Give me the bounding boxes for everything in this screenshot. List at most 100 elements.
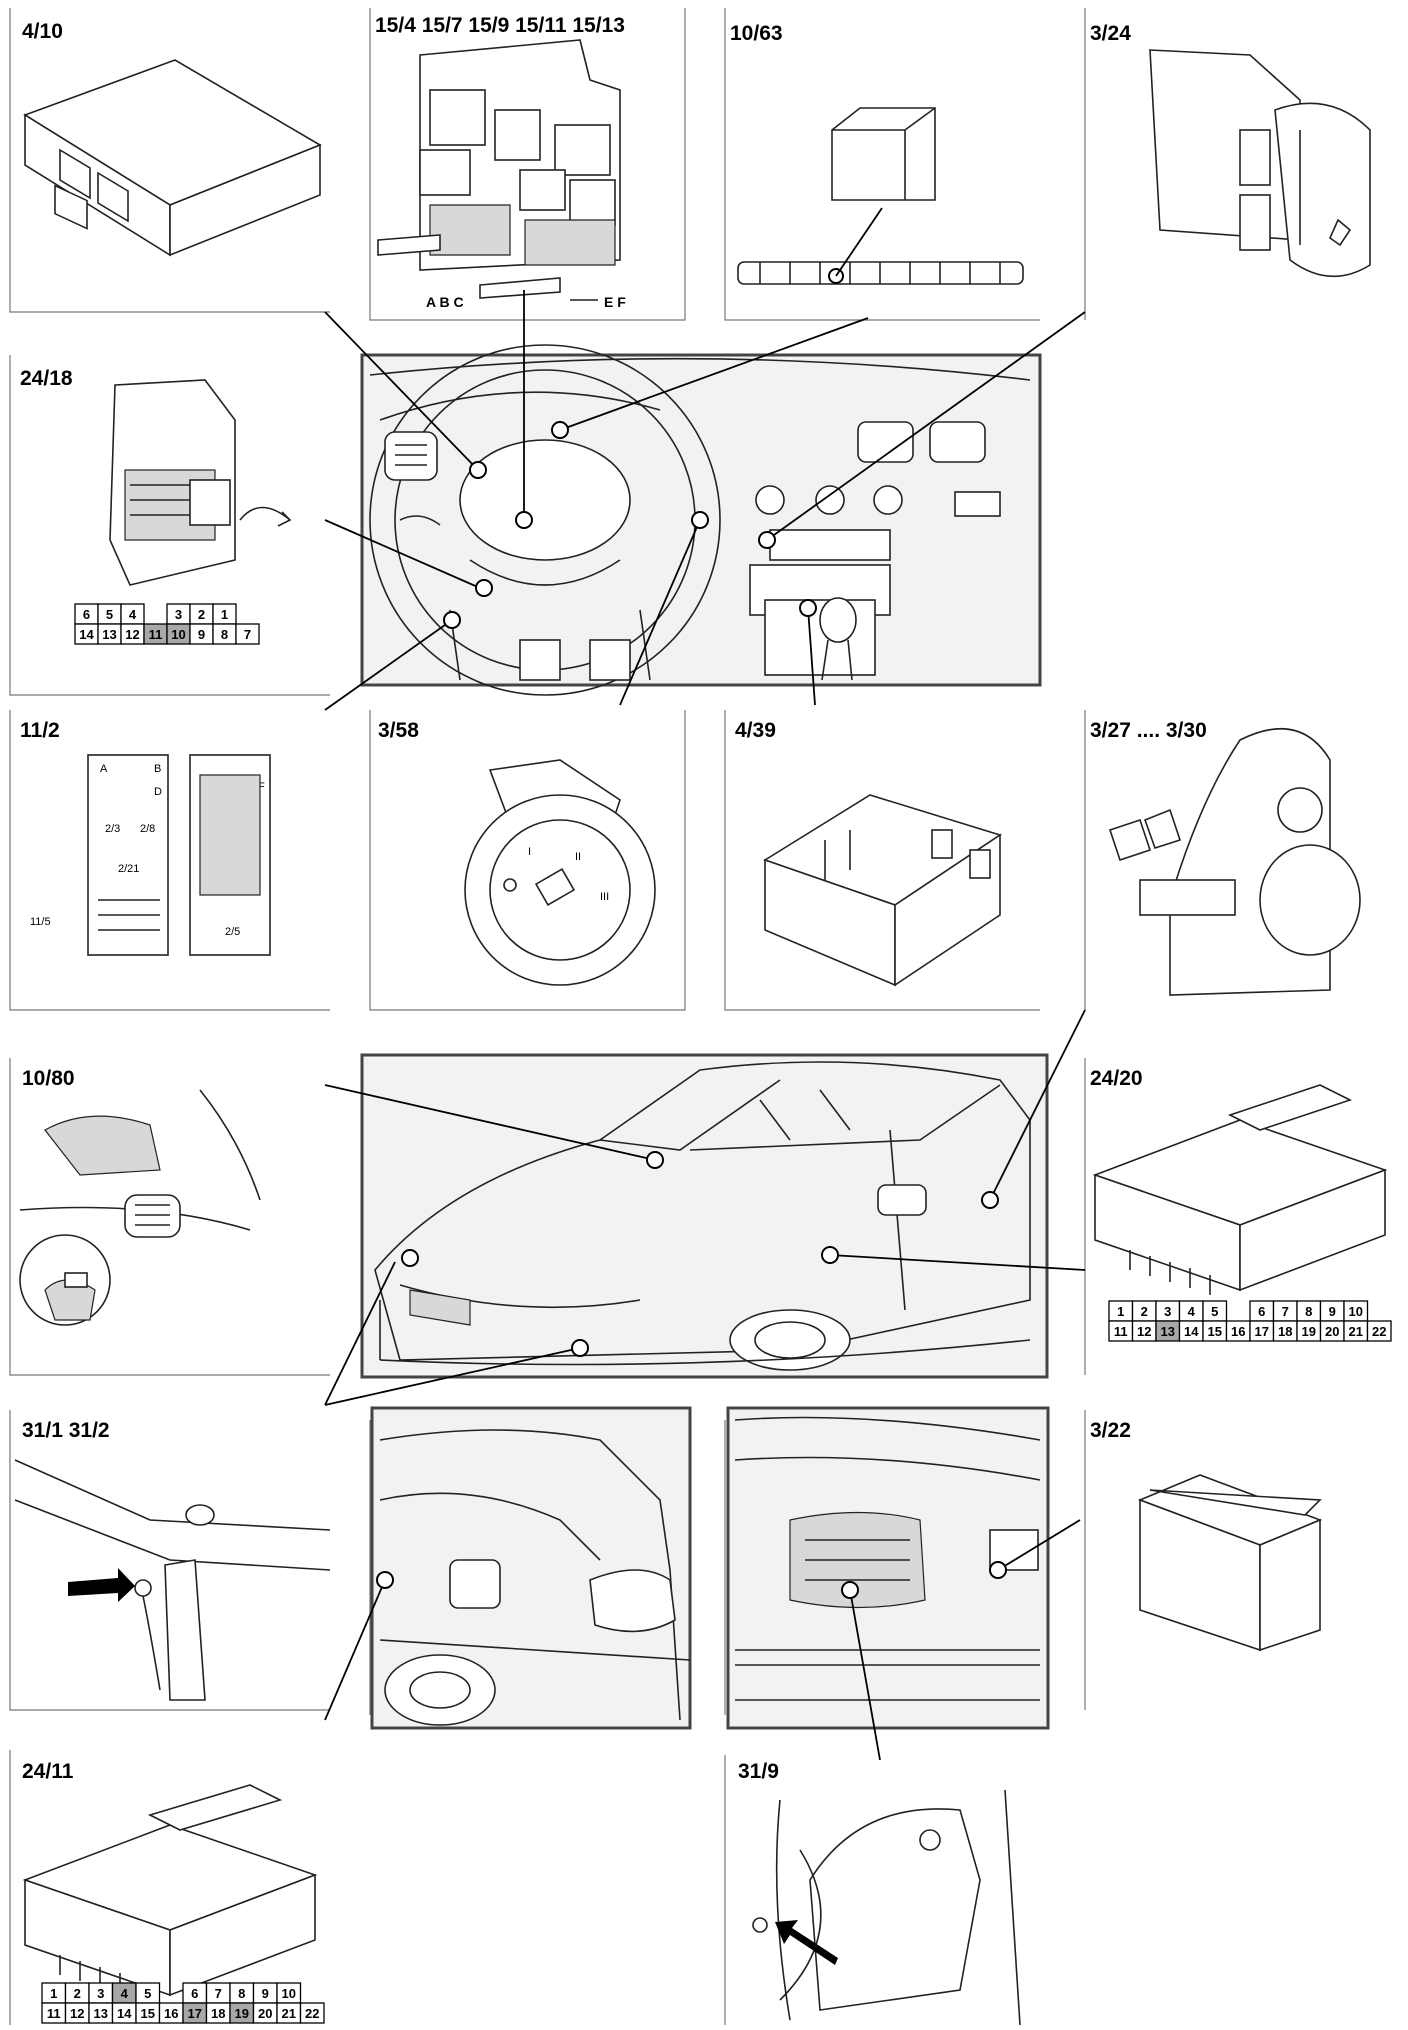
pin-number: 2 <box>74 1986 81 2001</box>
pin-number: 10 <box>1349 1304 1363 1319</box>
label-24-20: 24/20 <box>1090 1067 1143 1090</box>
pin-number: 13 <box>94 2006 108 2021</box>
car-rear-side-photo <box>370 1406 692 1730</box>
ground-31-9-drawing <box>752 1789 1021 2026</box>
pin-number: 15 <box>1208 1324 1222 1339</box>
doorswitch-3-27-drawing <box>1108 727 1361 996</box>
label-3-24: 3/24 <box>1090 22 1131 45</box>
pin-number: 6 <box>1258 1304 1265 1319</box>
lightswitch-3-58-drawing: I II III <box>464 759 656 986</box>
connector-24-11-drawing <box>22 1784 318 1997</box>
pin-number: 19 <box>1302 1324 1316 1339</box>
pin-number: 14 <box>117 2006 132 2021</box>
fuse-sub-b: B <box>154 763 161 775</box>
pin-number: 13 <box>102 627 116 642</box>
connector-letters-abc: A B C <box>426 294 464 310</box>
component-10-80-drawing <box>19 1089 261 1326</box>
label-15-group: 15/4 15/7 15/9 15/11 15/13 <box>375 14 625 37</box>
switch-mark-i: I <box>528 846 531 858</box>
pin-number: 12 <box>70 2006 84 2021</box>
pin-number: 3 <box>175 607 182 622</box>
pin-number: 14 <box>1184 1324 1199 1339</box>
label-3-58: 3/58 <box>378 719 419 742</box>
pin-number: 4 <box>121 1986 129 2001</box>
pin-number: 6 <box>83 607 90 622</box>
fusebox-24-18-drawing <box>109 379 292 586</box>
label-4-10: 4/10 <box>22 20 63 43</box>
fuse-sub-2-3: 2/3 <box>105 823 120 835</box>
pin-number: 21 <box>1349 1324 1363 1339</box>
pin-number: 9 <box>262 1986 269 2001</box>
pin-number: 7 <box>1282 1304 1289 1319</box>
pin-number: 4 <box>1188 1304 1196 1319</box>
module-4-10-drawing <box>23 59 322 257</box>
location-dot <box>551 421 569 439</box>
pin-number: 22 <box>1372 1324 1386 1339</box>
pin-number: 12 <box>125 627 139 642</box>
location-dot <box>646 1151 664 1169</box>
pin-number: 20 <box>258 2006 272 2021</box>
location-dot <box>376 1571 394 1589</box>
pin-number: 11 <box>47 2006 61 2021</box>
fuse-sub-a: A <box>100 763 108 775</box>
pin-number: 12 <box>1137 1324 1151 1339</box>
leader-lines <box>324 290 1086 1761</box>
fusepanel-11-2-drawing: A B D F 2/3 2/8 2/21 2/5 11/5 <box>30 754 271 956</box>
pin-number: 1 <box>221 607 228 622</box>
switch-mark-iii: III <box>600 891 609 903</box>
label-24-18: 24/18 <box>20 367 73 390</box>
pin-number: 16 <box>1231 1324 1245 1339</box>
pin-number: 15 <box>141 2006 155 2021</box>
location-dot <box>401 1249 419 1267</box>
pin-number: 8 <box>1305 1304 1312 1319</box>
pin-number: 5 <box>106 607 113 622</box>
location-dot <box>443 611 461 629</box>
pin-number: 7 <box>244 627 251 642</box>
pin-number: 17 <box>188 2006 202 2021</box>
pin-number: 11 <box>149 627 163 642</box>
pin-number: 5 <box>144 1986 151 2001</box>
car-front-photo <box>360 1053 1049 1379</box>
panel-frames <box>9 8 1086 2025</box>
label-24-11: 24/11 <box>22 1760 74 1783</box>
fuse-sub-2-21: 2/21 <box>118 863 139 875</box>
pin-number: 9 <box>1329 1304 1336 1319</box>
pin-number: 16 <box>164 2006 178 2021</box>
location-dot <box>981 1191 999 1209</box>
pin-number: 9 <box>198 627 205 642</box>
label-10-80: 10/80 <box>22 1067 75 1090</box>
pin-number: 8 <box>221 627 228 642</box>
pin-number: 19 <box>235 2006 249 2021</box>
pin-cell <box>1366 1320 1392 1342</box>
pin-number: 5 <box>1211 1304 1218 1319</box>
location-dot <box>989 1561 1007 1579</box>
label-31-9: 31/9 <box>738 1760 779 1783</box>
pin-number: 22 <box>305 2006 319 2021</box>
module-4-39-drawing <box>763 794 1002 987</box>
location-dot <box>515 511 533 529</box>
pin-number: 21 <box>282 2006 296 2021</box>
label-31-1-31-2: 31/1 31/2 <box>22 1419 110 1442</box>
label-11-2: 11/2 <box>20 719 60 742</box>
pin-number: 17 <box>1255 1324 1269 1339</box>
pin-number: 8 <box>238 1986 245 2001</box>
ground-31-1-drawing <box>14 1459 331 1701</box>
label-4-39: 4/39 <box>735 719 776 742</box>
pin-number: 3 <box>1164 1304 1171 1319</box>
location-dot <box>758 531 776 549</box>
pin-number: 20 <box>1325 1324 1339 1339</box>
pin-number: 1 <box>1117 1304 1124 1319</box>
pin-number: 18 <box>1278 1324 1292 1339</box>
location-dot <box>799 599 817 617</box>
pin-cell <box>299 2002 325 2024</box>
pin-number: 18 <box>211 2006 225 2021</box>
fuse-sub-d: D <box>154 786 162 798</box>
switch-mark-ii: II <box>575 851 581 863</box>
label-3-22: 3/22 <box>1090 1419 1131 1442</box>
pin-number: 2 <box>1141 1304 1148 1319</box>
pin-number: 3 <box>97 1986 104 2001</box>
location-dot <box>469 461 487 479</box>
